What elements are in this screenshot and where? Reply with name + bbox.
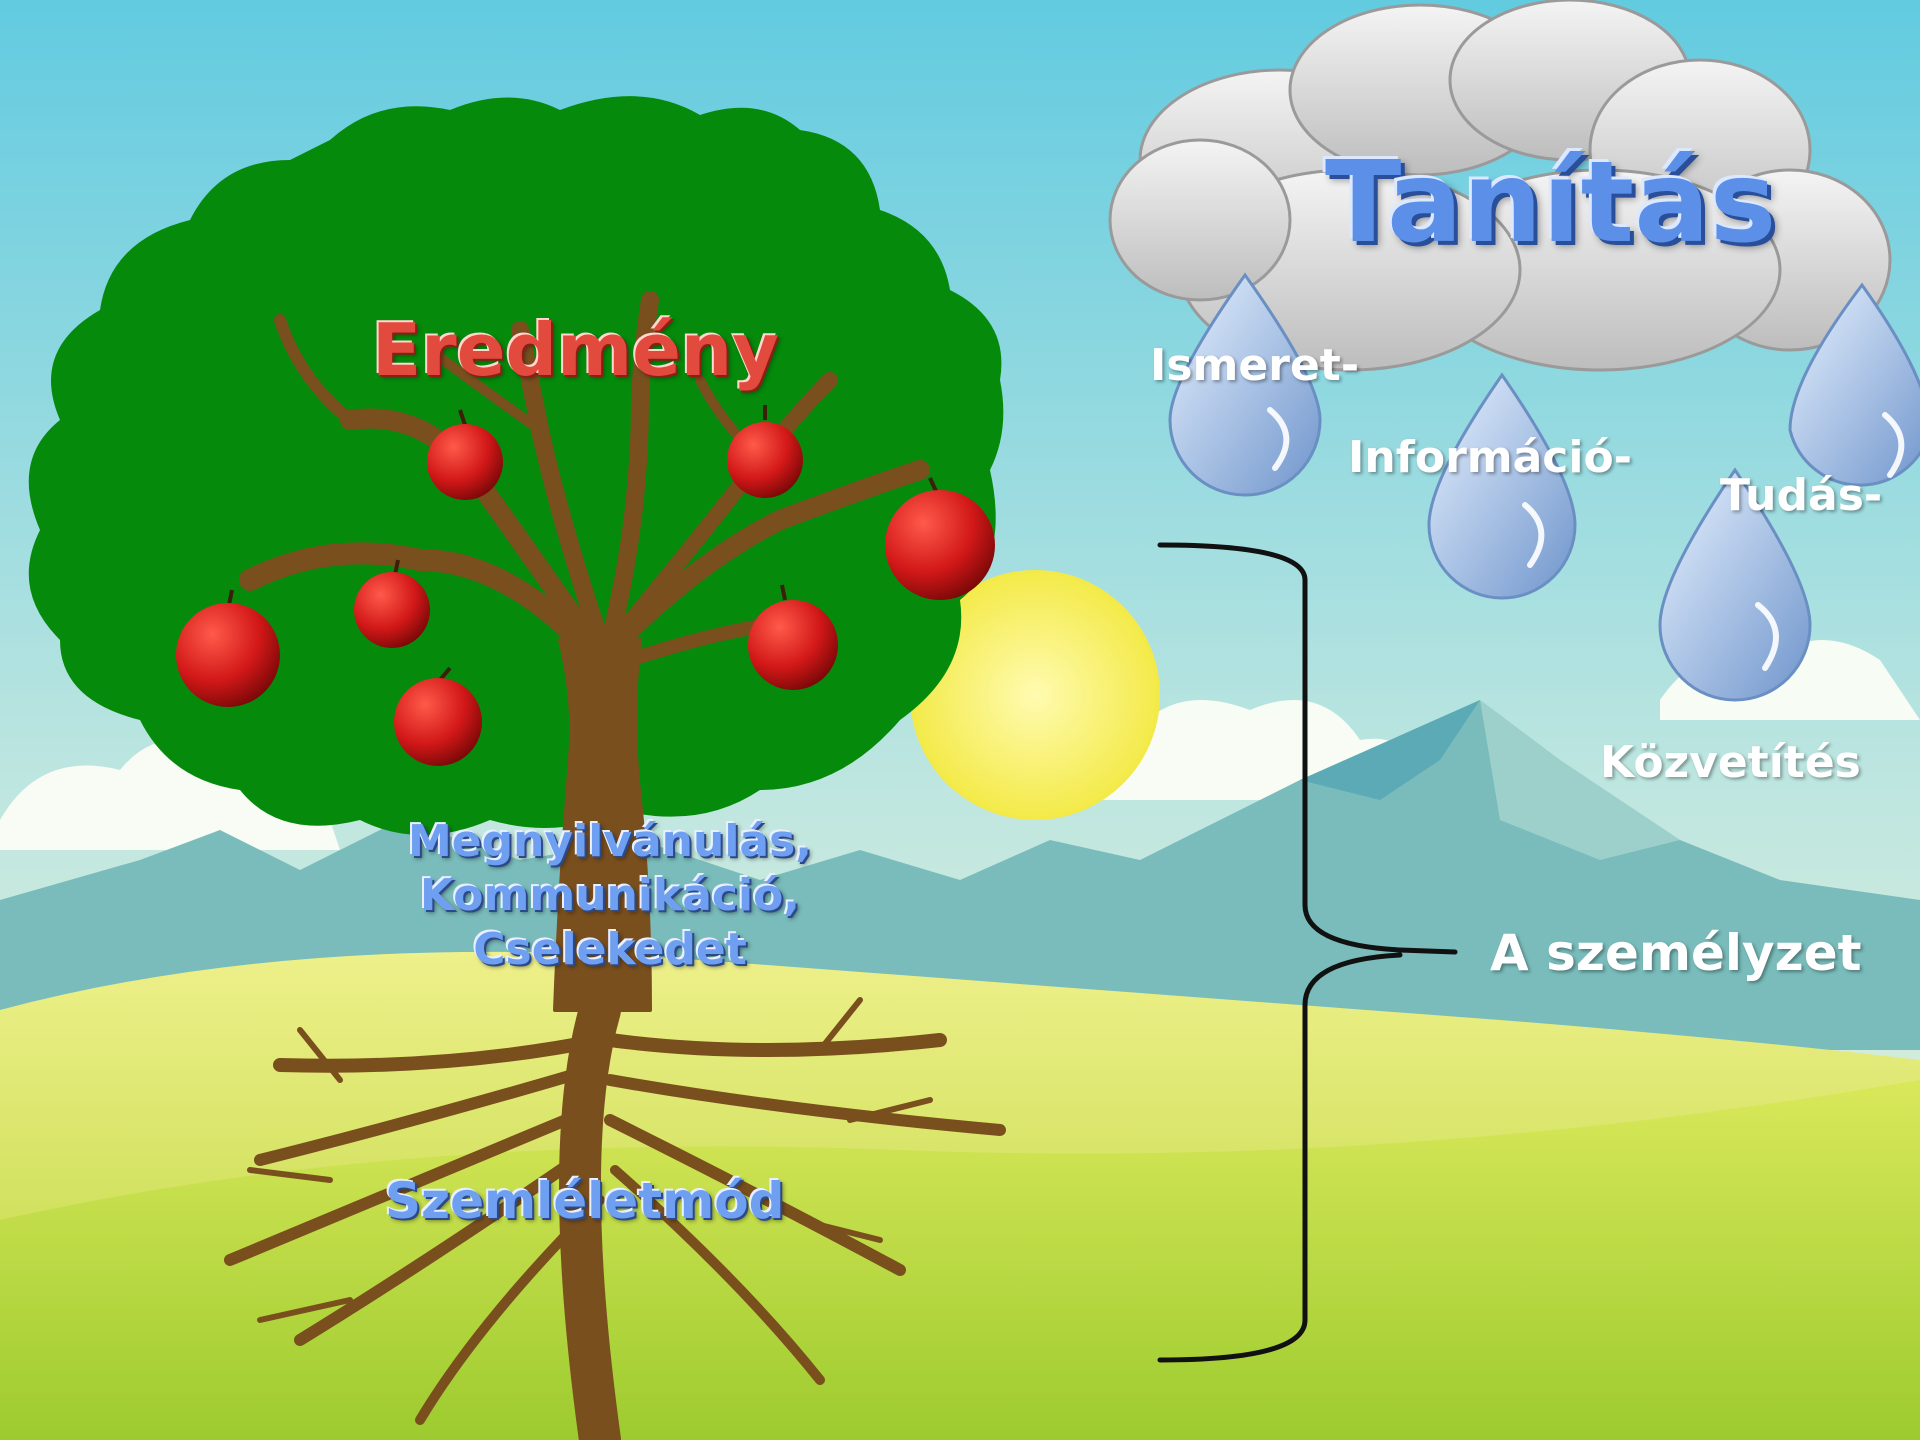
hill-front [0, 1080, 1920, 1440]
drop-label-informacio: Információ- [1348, 432, 1632, 483]
trunk-label-line-1: Megnyilvánulás, [408, 816, 812, 867]
bracket-label: A személyzet [1490, 924, 1862, 982]
apple-6 [748, 584, 838, 690]
drop-1 [1168, 272, 1322, 497]
trunk-label-line-2: Kommunikáció, [419, 870, 801, 921]
tree-roots [224, 989, 1006, 1440]
diagram-title: Tanítás [1325, 138, 1777, 268]
drop-4 [1788, 282, 1920, 487]
apple-3 [885, 477, 995, 600]
staff-bracket [1157, 542, 1458, 1363]
fruit-label: Eredmény [372, 308, 780, 392]
sun [910, 570, 1160, 820]
apple-1 [427, 409, 503, 500]
mountain-highlight [1480, 700, 1680, 860]
drop-label-ismeret: Ismeret- [1150, 340, 1360, 391]
apples [176, 405, 995, 766]
roots-label: Szemléletmód [385, 1172, 785, 1230]
drop-label-tudas: Tudás- [1720, 470, 1883, 521]
apple-5 [176, 589, 280, 707]
apple-4 [354, 559, 430, 648]
apple-7 [394, 666, 482, 766]
trunk-label: Megnyilvánulás, Kommunikáció, Cselekedet [330, 815, 890, 977]
ground-label: Közvetítés [1600, 737, 1861, 788]
apple-2 [727, 405, 803, 498]
trunk-label-line-3: Cselekedet [473, 924, 747, 975]
